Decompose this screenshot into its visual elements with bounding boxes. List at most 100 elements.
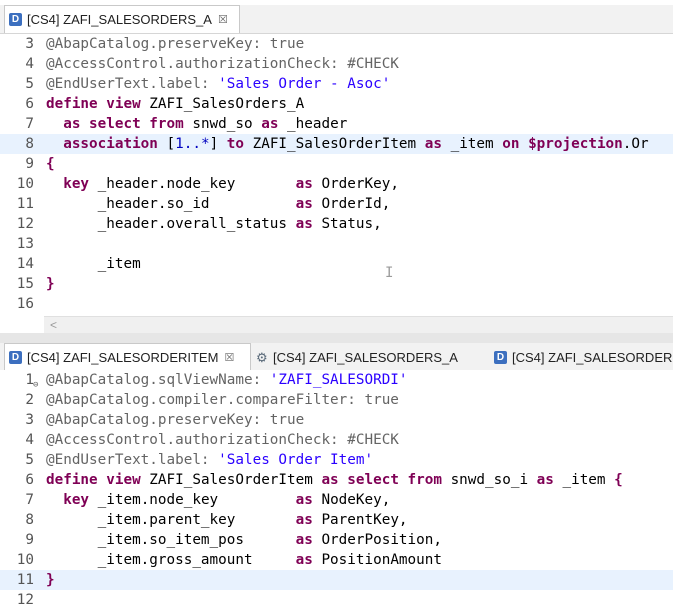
- code-token: {: [614, 472, 623, 488]
- gear-icon: ⚙: [256, 349, 268, 365]
- tab-zafi-salesorderitem[interactable]: D [CS4] ZAFI_SALESORDERITEM ☒: [4, 343, 251, 371]
- code-line[interactable]: 6 define view ZAFI_SalesOrders_A: [0, 94, 673, 114]
- code-line[interactable]: 11}: [0, 570, 673, 590]
- code-token: _item.gross_amount: [46, 552, 296, 568]
- fold-collapse-icon[interactable]: ⊖: [33, 380, 39, 390]
- code-token: @AbapCatalog.preserveKey: true: [46, 412, 305, 428]
- code-token: as: [295, 492, 322, 508]
- code-token: ZAFI_SalesOrderItem: [252, 136, 425, 152]
- code-text: _item.gross_amount as PositionAmount: [46, 550, 442, 570]
- code-line[interactable]: 5@EndUserText.label: 'Sales Order Item': [0, 450, 673, 470]
- code-line[interactable]: 3 @AbapCatalog.preserveKey: true: [0, 410, 673, 430]
- code-token: _header.overall_status: [46, 216, 296, 232]
- code-line[interactable]: 4@AccessControl.authorizationCheck: #CHE…: [0, 54, 673, 74]
- top-tab-bar: D [CS4] ZAFI_SALESORDERS_A ☒: [0, 5, 673, 34]
- code-line[interactable]: 10 _item.gross_amount as PositionAmount: [0, 550, 673, 570]
- close-icon[interactable]: ☒: [217, 14, 228, 26]
- code-line[interactable]: 9 _item.so_item_pos as OrderPosition,: [0, 530, 673, 550]
- code-line[interactable]: 2@AbapCatalog.compiler.compareFilter: tr…: [0, 390, 673, 410]
- code-token: define view: [46, 96, 150, 112]
- code-text: define view ZAFI_SalesOrders_A: [46, 94, 304, 114]
- code-token: ParentKey,: [321, 512, 408, 528]
- code-token: $projection: [528, 136, 623, 152]
- code-token: as: [536, 472, 563, 488]
- code-token: 1..*: [175, 136, 210, 152]
- tab-zafi-salesorders-a-2[interactable]: ⚙ [CS4] ZAFI_SALESORDERS_A: [256, 343, 458, 371]
- code-line[interactable]: 12: [0, 590, 673, 610]
- line-number: 11: [16, 196, 34, 212]
- code-token: as: [295, 552, 322, 568]
- tab-zafi-salesorders-a[interactable]: D [CS4] ZAFI_SALESORDERS_A ☒: [4, 5, 240, 33]
- code-token: }: [46, 572, 55, 588]
- code-token: @EndUserText.label:: [46, 76, 219, 92]
- code-text: }: [46, 570, 55, 590]
- code-token: as select from: [63, 116, 193, 132]
- tab-label: [CS4] ZAFI_SALESORDER: [512, 349, 673, 365]
- code-token: PositionAmount: [321, 552, 442, 568]
- code-text: @AbapCatalog.compiler.compareFilter: tru…: [46, 390, 399, 410]
- top-code-editor[interactable]: 3 @AbapCatalog.preserveKey: true 4@AccessC…: [0, 34, 673, 316]
- code-line[interactable]: 11 _header.so_id as OrderId,: [0, 194, 673, 214]
- line-number: 3: [25, 36, 34, 52]
- code-token: snwd_so_i: [450, 472, 537, 488]
- code-token: as: [424, 136, 451, 152]
- code-token: as: [295, 532, 322, 548]
- code-line[interactable]: 10 key _header.node_key as OrderKey,: [0, 174, 673, 194]
- code-line[interactable]: 4@AccessControl.authorizationCheck: #CHE…: [0, 430, 673, 450]
- code-text: _item: [46, 254, 141, 274]
- code-token: ZAFI_SalesOrderItem: [149, 472, 322, 488]
- code-line[interactable]: 8 _item.parent_key as ParentKey,: [0, 510, 673, 530]
- code-text: @AbapCatalog.preserveKey: true: [46, 34, 304, 54]
- line-number: 5: [25, 76, 34, 92]
- code-token: OrderId,: [321, 196, 391, 212]
- code-text: association [1..*] to ZAFI_SalesOrderIte…: [46, 134, 648, 154]
- line-number: 8: [25, 136, 34, 152]
- scroll-left-icon[interactable]: <: [50, 318, 58, 332]
- line-number: 3: [25, 412, 34, 428]
- code-token: on: [502, 136, 529, 152]
- code-token: as: [295, 216, 322, 232]
- code-token: _item.parent_key: [46, 512, 296, 528]
- code-token: 'ZAFI_SALESORDI': [269, 372, 408, 388]
- code-text: _item.so_item_pos as OrderPosition,: [46, 530, 442, 550]
- code-token: [46, 116, 63, 132]
- code-line[interactable]: 7 key _item.node_key as NodeKey,: [0, 490, 673, 510]
- code-line[interactable]: 5@EndUserText.label: 'Sales Order - Asoc…: [0, 74, 673, 94]
- code-token: [: [166, 136, 176, 152]
- code-token: OrderPosition,: [321, 532, 442, 548]
- line-number: 4: [25, 56, 34, 72]
- code-line[interactable]: 16: [0, 294, 673, 314]
- line-number: 13: [16, 236, 34, 252]
- code-text: @AbapCatalog.preserveKey: true: [46, 410, 304, 430]
- code-token: @AbapCatalog.preserveKey: true: [46, 36, 305, 52]
- code-token: _header.node_key: [97, 176, 296, 192]
- code-text: _header.so_id as OrderId,: [46, 194, 391, 214]
- code-token: {: [46, 156, 55, 172]
- code-line[interactable]: 8 association [1..*] to ZAFI_SalesOrderI…: [0, 134, 673, 154]
- code-token: @AbapCatalog.compiler.compareFilter: tru…: [46, 392, 399, 408]
- code-line[interactable]: 7 as select from snwd_so as _header: [0, 114, 673, 134]
- code-text: as select from snwd_so as _header: [46, 114, 347, 134]
- code-line[interactable]: 13: [0, 234, 673, 254]
- code-line[interactable]: 14 _item: [0, 254, 673, 274]
- editor-divider[interactable]: [0, 333, 673, 343]
- bottom-tab-bar: D [CS4] ZAFI_SALESORDERITEM ☒ ⚙ [CS4] ZA…: [0, 343, 673, 372]
- line-number: 6: [25, 96, 34, 112]
- code-token: _item: [450, 136, 503, 152]
- ddl-icon: D: [494, 350, 507, 364]
- horizontal-scrollbar[interactable]: <: [44, 316, 673, 333]
- close-icon[interactable]: ☒: [224, 352, 235, 364]
- code-line[interactable]: 12 _header.overall_status as Status,: [0, 214, 673, 234]
- line-number: 10: [16, 552, 34, 568]
- line-number: 1: [25, 372, 34, 388]
- code-token: to: [226, 136, 253, 152]
- code-line[interactable]: 1⊖@AbapCatalog.sqlViewName: 'ZAFI_SALESO…: [0, 370, 673, 390]
- tab-zafi-salesorder[interactable]: D [CS4] ZAFI_SALESORDER: [494, 343, 672, 371]
- bottom-code-editor[interactable]: 1⊖@AbapCatalog.sqlViewName: 'ZAFI_SALESO…: [0, 370, 673, 610]
- code-line[interactable]: 3 @AbapCatalog.preserveKey: true: [0, 34, 673, 54]
- line-number: 7: [25, 116, 34, 132]
- code-line[interactable]: 15}: [0, 274, 673, 294]
- code-token: _header.so_id: [46, 196, 296, 212]
- code-line[interactable]: 9{: [0, 154, 673, 174]
